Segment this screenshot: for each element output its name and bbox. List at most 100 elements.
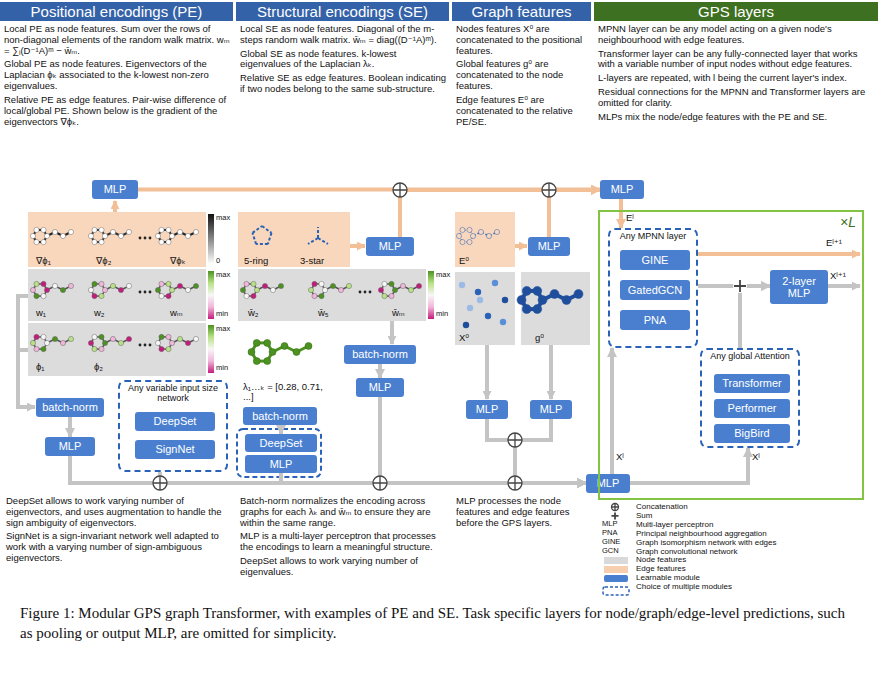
drawing-rect	[208, 214, 214, 264]
drawing-circle	[612, 504, 619, 511]
drawing-g	[517, 286, 583, 313]
drawing-circle	[60, 287, 65, 292]
drawing-circle	[477, 297, 483, 303]
drawing-circle	[92, 281, 97, 286]
drawing-circle	[92, 334, 97, 339]
module-box: batch-norm	[36, 398, 104, 417]
drawing-circle	[41, 227, 46, 232]
drawing-path	[508, 433, 522, 447]
annotation-label: Eˡ	[626, 213, 634, 223]
drawing-circle	[254, 287, 259, 292]
drawing-rect	[238, 212, 350, 267]
module-box: MLP	[366, 237, 414, 256]
drawing-circle	[92, 239, 97, 244]
description-text: Global SE as node features. k-lowest eig…	[240, 49, 446, 71]
annotation-label: min	[216, 310, 228, 318]
node-text: Any MPNN layer	[613, 232, 693, 242]
node-text: MLP	[104, 183, 127, 195]
module-box: MLP	[356, 378, 404, 397]
section-header: Graph features	[452, 2, 591, 21]
drawing-circle	[251, 281, 256, 286]
drawing-line	[256, 243, 268, 245]
feature-flow-arrow	[68, 417, 72, 437]
description-text: Relative PE as edge features. Pair-wise …	[4, 95, 230, 127]
module-box: Transformer	[714, 374, 790, 393]
drawing-circle	[485, 313, 491, 319]
drawing-circle	[68, 229, 73, 234]
drawing-path	[18, 296, 35, 407]
drawing-circle	[139, 237, 142, 240]
drawing-circle	[30, 340, 35, 345]
annotation-label: Xˡ	[616, 452, 624, 462]
description-column: Batch-norm normalizes the encoding acros…	[240, 496, 446, 581]
node-text: MLP	[611, 183, 634, 195]
drawing-circle	[30, 287, 35, 292]
drawing-circle	[522, 286, 531, 295]
drawing-circle	[99, 239, 104, 244]
module-box: DeepSet	[245, 434, 317, 452]
annotation-label: min	[436, 310, 448, 318]
description-column: Nodes features X⁰ are concatenated to th…	[456, 24, 590, 130]
drawing-circle	[34, 346, 39, 351]
module-box: GatedGCN	[620, 280, 690, 300]
description-text: MPNN layer can be any model acting on a …	[598, 24, 874, 46]
drawing-circle	[416, 283, 421, 288]
drawing-circle	[193, 229, 198, 234]
module-box: SignNet	[135, 440, 215, 459]
legend-text: Graph isomorphism network with edges	[636, 539, 777, 547]
section-header: GPS layers	[594, 2, 878, 21]
drawing-rect	[28, 212, 206, 267]
drawing-circle	[68, 283, 73, 288]
drawing-circle	[126, 283, 131, 288]
drawing-circle	[248, 349, 255, 356]
drawing-circle	[251, 293, 256, 298]
legend-text: Concatenation	[636, 503, 688, 511]
drawing-path	[508, 476, 522, 490]
drawing-circle	[508, 433, 522, 447]
node-text: Positional encodings (PE)	[31, 3, 203, 20]
drawing-circle	[166, 227, 171, 232]
annotation-label: GINE	[602, 538, 620, 546]
drawing-line	[252, 233, 256, 244]
description-column: MPNN layer can be any model acting on a …	[598, 24, 874, 126]
drawing-circle	[486, 233, 491, 238]
description-text: Residual connections for the MPNN and Tr…	[598, 87, 874, 109]
annotation-label: w̄₂	[248, 308, 259, 318]
drawing-circle	[169, 287, 174, 292]
annotation-label: PNA	[602, 529, 617, 537]
drawing-circle	[550, 290, 559, 299]
drawing-circle	[41, 334, 46, 339]
drawing-circle	[41, 239, 46, 244]
drawing-circle	[308, 287, 313, 292]
drawing-circle	[389, 281, 394, 286]
drawing-circle	[102, 287, 107, 292]
drawing-circle	[177, 336, 182, 341]
node-text: Structural encodings (SE)	[257, 3, 428, 20]
annotation-label: min	[216, 364, 228, 372]
drawing-circle	[92, 293, 97, 298]
annotation-label: Eˡ⁺¹	[826, 238, 842, 248]
annotation-label: GCN	[602, 547, 619, 555]
module-box: MLP	[245, 455, 317, 473]
annotation-label: w₁	[36, 308, 46, 318]
drawing-circle	[502, 297, 508, 303]
drawing-circle	[149, 291, 152, 294]
drawing-circle	[562, 296, 571, 305]
choice-group: Any variable input size networkDeepSetSi…	[118, 380, 228, 472]
annotation-label: ϕ₂	[94, 362, 103, 372]
drawing-circle	[52, 283, 57, 288]
drawing-circle	[364, 291, 367, 294]
drawing-line	[317, 227, 319, 238]
drawing-circle	[338, 287, 343, 292]
drawing-circle	[533, 286, 542, 295]
choice-group: Any global AttentionTransformerPerformer…	[700, 348, 800, 448]
annotation-label: g⁰	[535, 333, 544, 343]
annotation-label: ∇ϕₖ	[170, 256, 186, 266]
drawing-circle	[88, 287, 93, 292]
drawing-circle	[155, 287, 160, 292]
feature-flow-arrow	[630, 448, 748, 483]
drawing-circle	[99, 281, 104, 286]
legend-text: Principal neighbourhood aggregation	[636, 530, 767, 538]
drawing-circle	[460, 239, 465, 244]
drawing-circle	[463, 322, 469, 328]
